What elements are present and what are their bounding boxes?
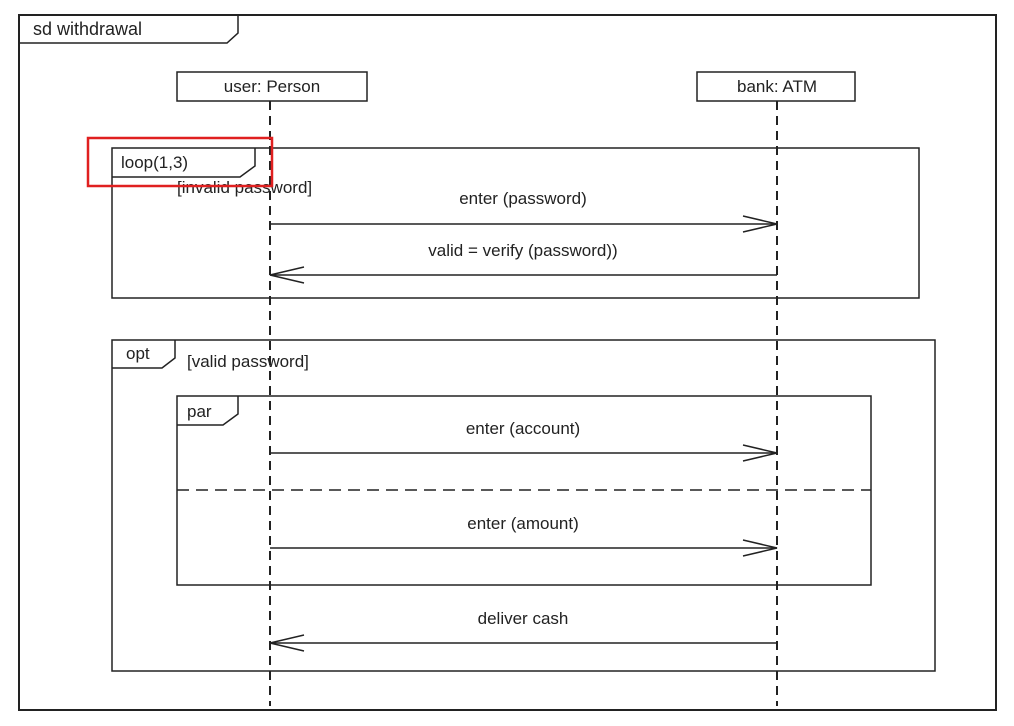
message-enter-account: enter (account): [270, 419, 778, 462]
loop-fragment: loop(1,3) [invalid password]: [111, 147, 920, 299]
par-operator-label: par: [187, 402, 212, 421]
message-label: deliver cash: [478, 609, 569, 628]
arrow-head-icon: [742, 215, 778, 233]
lifeline-user: user: Person: [176, 71, 368, 706]
lifeline-head-user[interactable]: [176, 71, 368, 102]
par-fragment: par: [176, 395, 872, 586]
message-verify-password: valid = verify (password)): [269, 241, 777, 284]
opt-guard: [valid password]: [187, 352, 309, 371]
message-label: valid = verify (password)): [428, 241, 617, 260]
arrow-head-icon: [742, 444, 778, 462]
lifeline-bank: bank: ATM: [696, 71, 856, 706]
opt-operator-tag: [112, 340, 176, 369]
highlight-box: [86, 136, 274, 188]
message-deliver-cash: deliver cash: [269, 609, 777, 652]
message-label: enter (password): [459, 189, 587, 208]
message-label: enter (amount): [467, 514, 579, 533]
arrow-head-icon: [269, 634, 305, 652]
lifeline-label-user: user: Person: [224, 77, 320, 96]
message-label: enter (account): [466, 419, 580, 438]
par-operator-tag: [177, 396, 239, 426]
message-enter-password: enter (password): [270, 189, 778, 233]
lifeline-label-bank: bank: ATM: [737, 77, 817, 96]
frame-label: sd withdrawal: [33, 19, 142, 39]
opt-fragment-box: [111, 339, 936, 672]
opt-fragment: opt [valid password]: [111, 339, 936, 672]
opt-operator-label: opt: [126, 344, 150, 363]
arrow-head-icon: [269, 266, 305, 284]
diagram-frame: [18, 14, 997, 711]
loop-fragment-box: [111, 147, 920, 299]
frame-label-tag: [19, 15, 239, 44]
loop-operator-tag: [112, 148, 256, 178]
arrow-head-icon: [742, 539, 778, 557]
lifeline-head-bank[interactable]: [696, 71, 856, 102]
loop-operator-label: loop(1,3): [121, 153, 188, 172]
loop-guard: [invalid password]: [177, 178, 312, 197]
message-enter-amount: enter (amount): [270, 514, 778, 557]
